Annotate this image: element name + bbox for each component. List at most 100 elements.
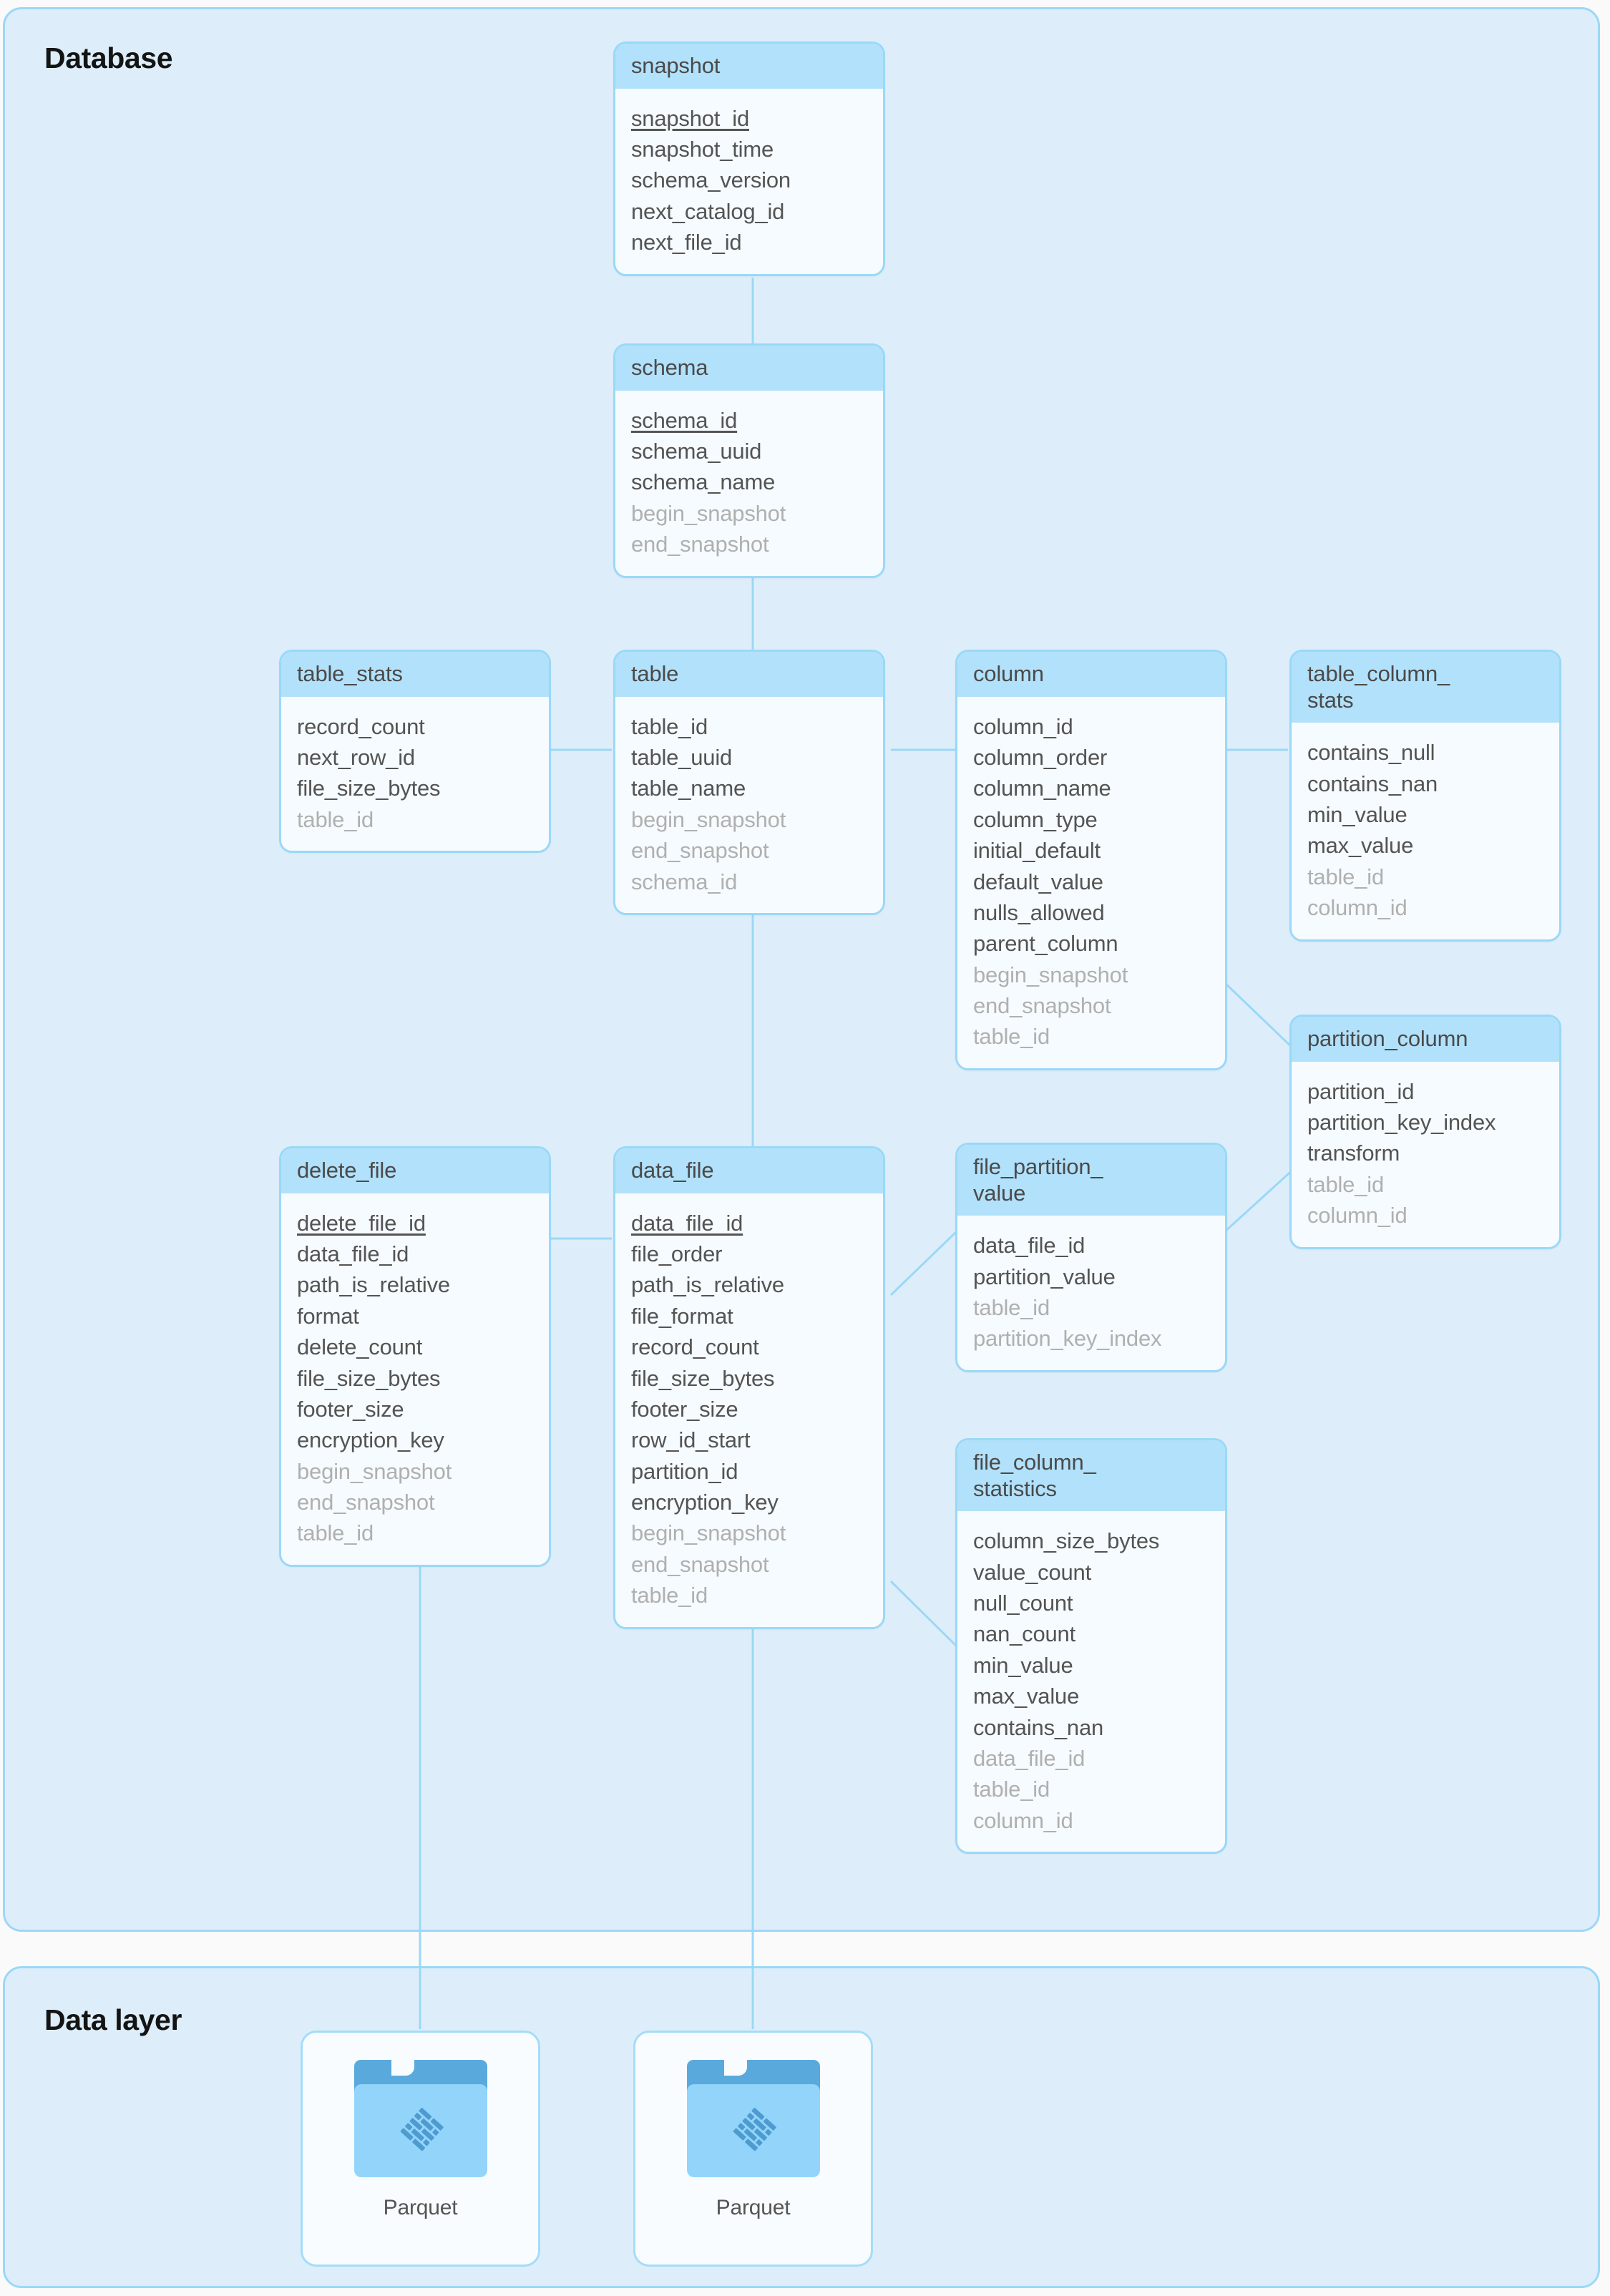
- entity-field: schema_version: [631, 167, 791, 193]
- group-database-title: Database: [44, 41, 173, 74]
- entity-field: path_is_relative: [297, 1272, 450, 1298]
- entity-title: delete_file: [281, 1148, 549, 1193]
- entity-field-foreign-key: column_id: [1307, 1203, 1407, 1228]
- entity-field: column_id: [973, 713, 1073, 739]
- entity-field: partition_value: [973, 1264, 1116, 1289]
- entity-field-foreign-key: table_id: [297, 1520, 374, 1546]
- entity-field-foreign-key: table_id: [1307, 864, 1384, 889]
- entity-field-list: delete_file_id data_file_id path_is_relati…: [281, 1193, 549, 1565]
- entity-field-list: partition_id partition_key_index transform…: [1292, 1061, 1559, 1247]
- entity-field-foreign-key: begin_snapshot: [973, 962, 1128, 987]
- entity-field: contains_null: [1307, 740, 1435, 766]
- file-card-parquet-1[interactable]: Parquet: [301, 2031, 540, 2267]
- entity-field: initial_default: [973, 838, 1101, 864]
- entity-title: table_column_ stats: [1292, 652, 1559, 723]
- entity-field: snapshot_time: [631, 136, 774, 162]
- entity-field: next_file_id: [631, 230, 742, 255]
- entity-field-foreign-key: begin_snapshot: [631, 1520, 786, 1546]
- entity-field: column_type: [973, 806, 1098, 832]
- entity-field-foreign-key: table_id: [973, 1294, 1050, 1320]
- entity-title: file_partition_ value: [957, 1145, 1225, 1216]
- entity-field: transform: [1307, 1140, 1400, 1166]
- entity-field: parent_column: [973, 931, 1118, 957]
- file-card-label: Parquet: [716, 2196, 791, 2219]
- entity-field: column_name: [973, 776, 1111, 801]
- entity-field: partition_key_index: [1307, 1109, 1496, 1135]
- entity-field: column_size_bytes: [973, 1528, 1160, 1554]
- entity-field: file_size_bytes: [297, 776, 441, 801]
- entity-field: column_order: [973, 744, 1108, 770]
- entity-field: max_value: [973, 1684, 1080, 1709]
- entity-field-foreign-key: end_snapshot: [631, 838, 769, 864]
- entity-title: snapshot: [615, 44, 883, 89]
- parquet-logo-icon: [733, 2107, 776, 2151]
- group-data-layer-title: Data layer: [44, 2003, 182, 2036]
- entity-field-foreign-key: table_id: [297, 806, 374, 832]
- entity-field: data_file_id: [297, 1241, 409, 1266]
- entity-field: table_name: [631, 776, 746, 801]
- entity-field: encryption_key: [631, 1490, 779, 1515]
- entity-field: file_size_bytes: [297, 1365, 441, 1391]
- entity-table-column-stats[interactable]: table_column_ stats contains_null contains…: [1289, 650, 1561, 942]
- entity-field: table_id: [631, 713, 708, 739]
- entity-title: schema: [615, 346, 883, 391]
- entity-field-foreign-key: begin_snapshot: [631, 500, 786, 526]
- entity-field-list: schema_id schema_uuid schema_name begin_sna…: [615, 390, 883, 576]
- entity-field-primary-key: delete_file_id: [297, 1210, 426, 1236]
- entity-field: contains_nan: [1307, 771, 1438, 796]
- entity-field: footer_size: [297, 1396, 404, 1422]
- entity-field: table_uuid: [631, 744, 733, 770]
- entity-title: column: [957, 652, 1225, 697]
- entity-field: next_row_id: [297, 744, 415, 770]
- entity-field-list: column_id column_order column_name column_t…: [957, 696, 1225, 1068]
- file-card-label: Parquet: [383, 2196, 458, 2219]
- parquet-folder-icon: [353, 2060, 487, 2177]
- entity-field-foreign-key: schema_id: [631, 869, 738, 894]
- entity-field: max_value: [1307, 833, 1414, 859]
- entity-field: file_size_bytes: [631, 1365, 775, 1391]
- entity-field: min_value: [1307, 801, 1407, 827]
- entity-field: record_count: [297, 713, 425, 739]
- entity-field: partition_id: [1307, 1078, 1415, 1104]
- entity-field-foreign-key: end_snapshot: [631, 1551, 769, 1577]
- entity-field: schema_name: [631, 469, 776, 495]
- entity-field: encryption_key: [297, 1427, 444, 1453]
- entity-title: data_file: [615, 1148, 883, 1193]
- entity-field: record_count: [631, 1334, 759, 1360]
- entity-field-foreign-key: column_id: [1307, 895, 1407, 921]
- entity-field: contains_nan: [973, 1714, 1104, 1740]
- entity-snapshot[interactable]: snapshot snapshot_id snapshot_time schema_v…: [613, 41, 885, 276]
- entity-field-foreign-key: table_id: [973, 1024, 1050, 1050]
- file-card-parquet-2[interactable]: Parquet: [633, 2031, 873, 2267]
- entity-field: partition_id: [631, 1458, 738, 1484]
- entity-field: delete_count: [297, 1334, 423, 1360]
- entity-field-list: table_id table_uuid table_name begin_snapsh…: [615, 696, 883, 913]
- entity-field: nan_count: [973, 1621, 1075, 1647]
- entity-field-primary-key: data_file_id: [631, 1210, 743, 1236]
- entity-field-primary-key: schema_id: [631, 407, 738, 433]
- entity-field-foreign-key: end_snapshot: [631, 532, 769, 557]
- entity-field-foreign-key: begin_snapshot: [297, 1458, 452, 1484]
- entity-file-column-statistics[interactable]: file_column_ statistics column_size_bytes…: [955, 1438, 1227, 1855]
- entity-field: format: [297, 1303, 359, 1329]
- entity-field: nulls_allowed: [973, 899, 1105, 925]
- entity-field-primary-key: snapshot_id: [631, 105, 749, 131]
- entity-field-foreign-key: begin_snapshot: [631, 806, 786, 832]
- entity-field: value_count: [973, 1559, 1091, 1585]
- entity-title: file_column_ statistics: [957, 1440, 1225, 1512]
- entity-field: schema_uuid: [631, 438, 762, 464]
